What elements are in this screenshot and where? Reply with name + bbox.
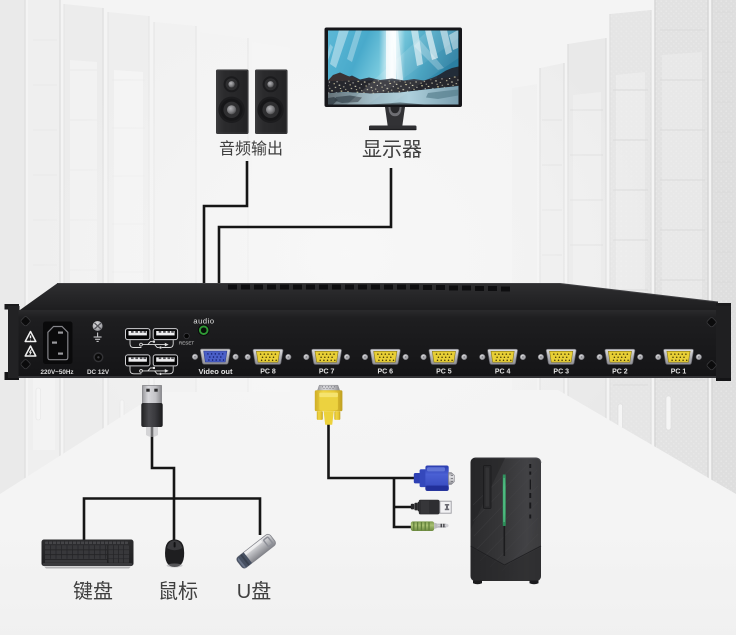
svg-text:鼠标: 鼠标 bbox=[158, 580, 198, 603]
svg-text:PC 4: PC 4 bbox=[495, 369, 511, 376]
svg-text:键盘: 键盘 bbox=[73, 580, 113, 603]
svg-text:PC 5: PC 5 bbox=[436, 369, 452, 376]
svg-text:PC 8: PC 8 bbox=[260, 369, 276, 376]
svg-text:DC 12V: DC 12V bbox=[87, 369, 110, 376]
svg-text:显示器: 显示器 bbox=[362, 139, 422, 161]
svg-text:PC 3: PC 3 bbox=[553, 369, 569, 376]
svg-text:PC 6: PC 6 bbox=[378, 369, 394, 376]
svg-text:PC 1: PC 1 bbox=[671, 369, 687, 376]
svg-text:PC 7: PC 7 bbox=[319, 369, 335, 376]
svg-text:220V~50Hz: 220V~50Hz bbox=[40, 369, 73, 376]
svg-text:audio: audio bbox=[193, 317, 214, 326]
svg-text:RESET: RESET bbox=[179, 341, 195, 346]
svg-text:音频输出: 音频输出 bbox=[219, 140, 283, 158]
svg-text:PC 2: PC 2 bbox=[612, 369, 628, 376]
svg-text:Video out: Video out bbox=[198, 367, 233, 376]
svg-text:U盘: U盘 bbox=[237, 580, 271, 603]
